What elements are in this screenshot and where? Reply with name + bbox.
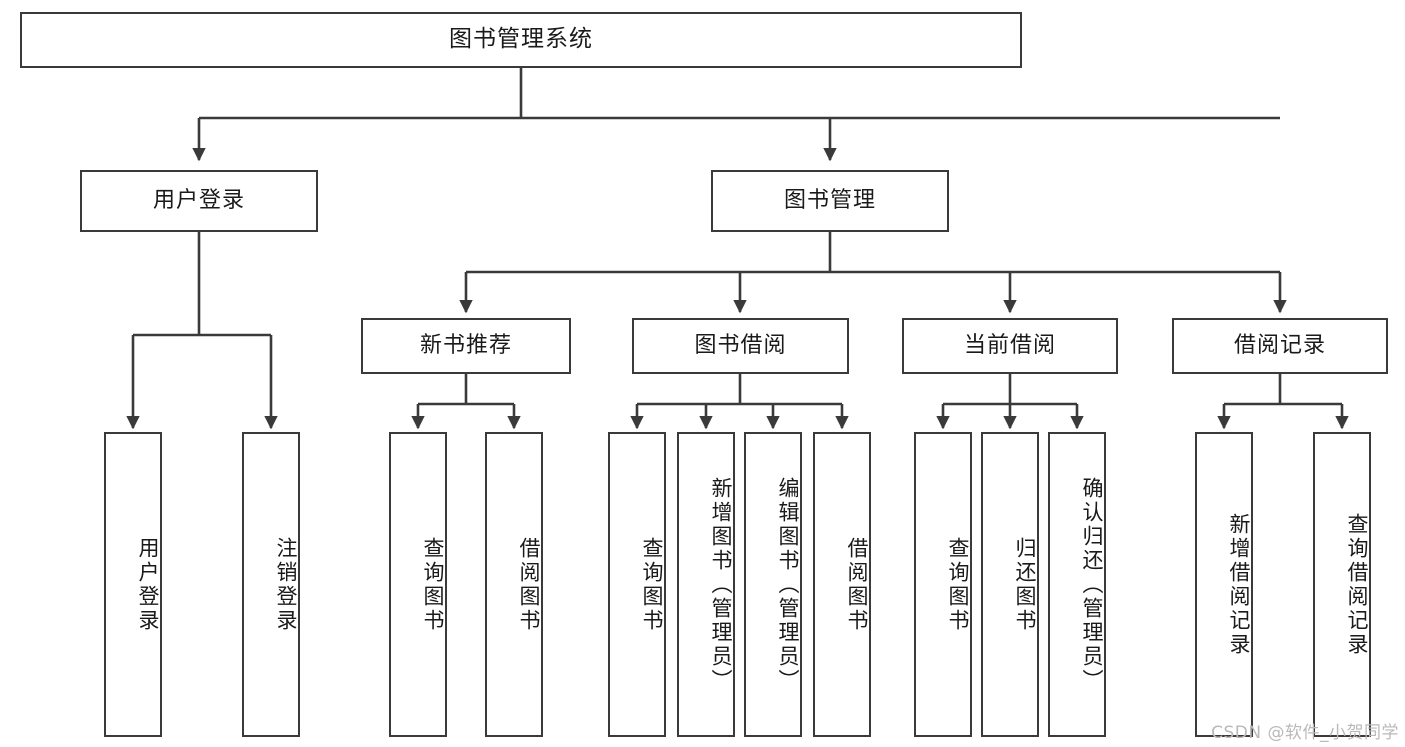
node-label: 借阅图书 bbox=[845, 536, 869, 633]
leaf-query-book-3[interactable]: 查询图书 bbox=[914, 432, 972, 737]
leaf-logout[interactable]: 注销登录 bbox=[242, 432, 300, 737]
node-label: 用户登录 bbox=[152, 188, 245, 214]
leaf-confirm-return[interactable]: 确认归还（管理员） bbox=[1048, 432, 1106, 737]
node-label: 图书管理系统 bbox=[449, 26, 593, 53]
leaf-edit-book[interactable]: 编辑图书（管理员） bbox=[744, 432, 802, 737]
node-label: 新增图书（管理员） bbox=[709, 476, 733, 693]
node-label: 查询图书 bbox=[421, 536, 445, 633]
node-label: 编辑图书（管理员） bbox=[776, 476, 800, 693]
leaf-user-login[interactable]: 用户登录 bbox=[104, 432, 162, 737]
leaf-add-record[interactable]: 新增借阅记录 bbox=[1195, 432, 1253, 737]
csdn-watermark: CSDN @软件_小贺同学 bbox=[1211, 723, 1399, 743]
node-label: 图书借阅 bbox=[694, 333, 787, 359]
leaf-query-record[interactable]: 查询借阅记录 bbox=[1313, 432, 1371, 737]
node-label: 用户登录 bbox=[136, 536, 160, 633]
node-current-borrow[interactable]: 当前借阅 bbox=[902, 318, 1118, 374]
node-label: 查询借阅记录 bbox=[1345, 512, 1369, 657]
leaf-query-book-1[interactable]: 查询图书 bbox=[389, 432, 447, 737]
node-label: 注销登录 bbox=[274, 536, 298, 633]
node-label: 图书管理 bbox=[783, 188, 876, 214]
node-label: 新增借阅记录 bbox=[1227, 512, 1251, 657]
node-user-login[interactable]: 用户登录 bbox=[80, 170, 318, 232]
leaf-return-book[interactable]: 归还图书 bbox=[981, 432, 1039, 737]
leaf-borrow-book-2[interactable]: 借阅图书 bbox=[813, 432, 871, 737]
leaf-query-book-2[interactable]: 查询图书 bbox=[608, 432, 666, 737]
node-new-book-rec[interactable]: 新书推荐 bbox=[361, 318, 571, 374]
node-label: 确认归还（管理员） bbox=[1080, 476, 1104, 693]
node-borrow-record[interactable]: 借阅记录 bbox=[1172, 318, 1388, 374]
node-book-manage[interactable]: 图书管理 bbox=[711, 170, 949, 232]
node-root-system[interactable]: 图书管理系统 bbox=[20, 12, 1022, 68]
node-label: 新书推荐 bbox=[419, 333, 512, 359]
leaf-borrow-book-1[interactable]: 借阅图书 bbox=[485, 432, 543, 737]
node-label: 查询图书 bbox=[946, 536, 970, 633]
node-label: 归还图书 bbox=[1013, 536, 1037, 633]
node-label: 借阅图书 bbox=[517, 536, 541, 633]
node-label: 当前借阅 bbox=[963, 333, 1056, 359]
leaf-add-book[interactable]: 新增图书（管理员） bbox=[677, 432, 735, 737]
node-label: 查询图书 bbox=[640, 536, 664, 633]
node-book-borrow[interactable]: 图书借阅 bbox=[632, 318, 849, 374]
node-label: 借阅记录 bbox=[1233, 333, 1326, 359]
